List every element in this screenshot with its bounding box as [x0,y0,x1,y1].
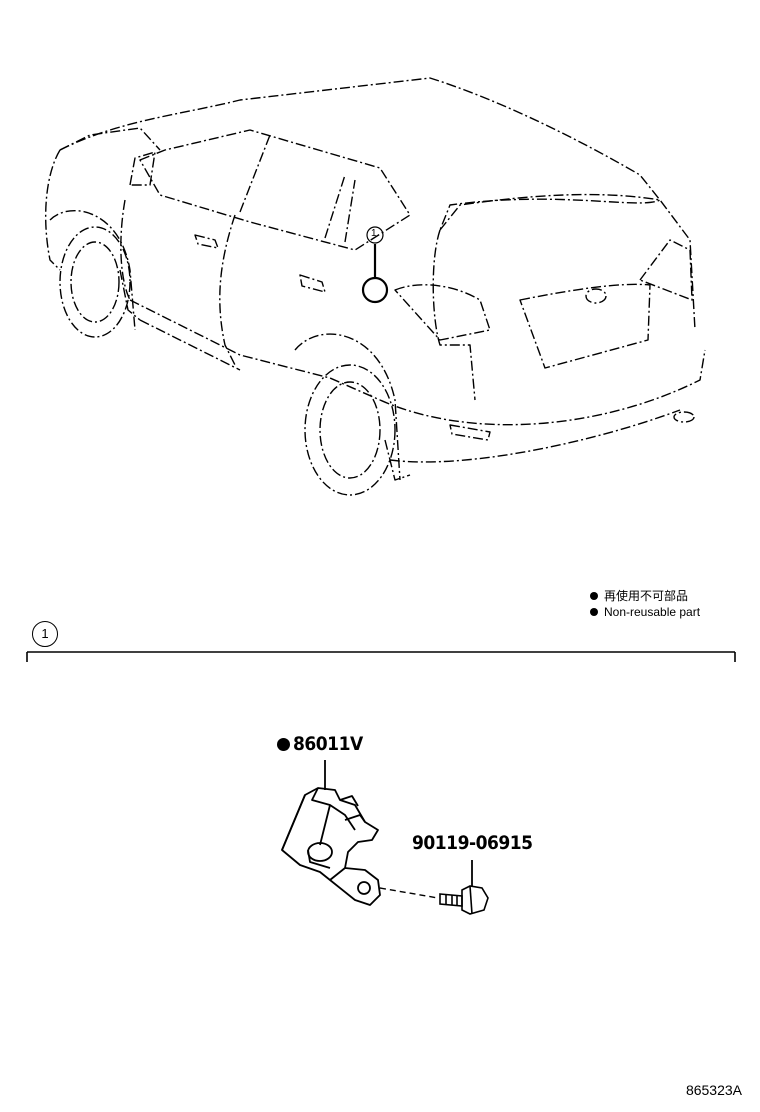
legend-en: Non-reusable part [590,605,700,619]
legend-en-label: Non-reusable part [604,605,701,619]
connection-line [379,887,439,899]
screw [439,860,489,915]
non-reusable-dot-icon [590,591,598,600]
vehicle-callout-number: 1 [371,228,377,239]
legend-jp-label: 再使用不可部品 [604,589,689,603]
non-reusable-dot-icon [277,738,290,751]
legend-jp: 再使用不可部品 [590,587,688,604]
diagram-code: 865323A [685,1082,742,1098]
part-label-primary[interactable]: 86011V [277,733,363,755]
fuel-lid-callout [361,226,389,304]
fuel-lid-lock-actuator [281,760,381,906]
part-number-primary: 86011V [293,733,363,755]
part-number-secondary[interactable]: 90119-06915 [412,832,533,854]
fuel-lid-marker [361,276,389,304]
section-bracket [26,651,736,662]
section-callout: 1 [32,621,58,647]
non-reusable-dot-icon [590,608,598,616]
vehicle-illustration [44,77,706,496]
